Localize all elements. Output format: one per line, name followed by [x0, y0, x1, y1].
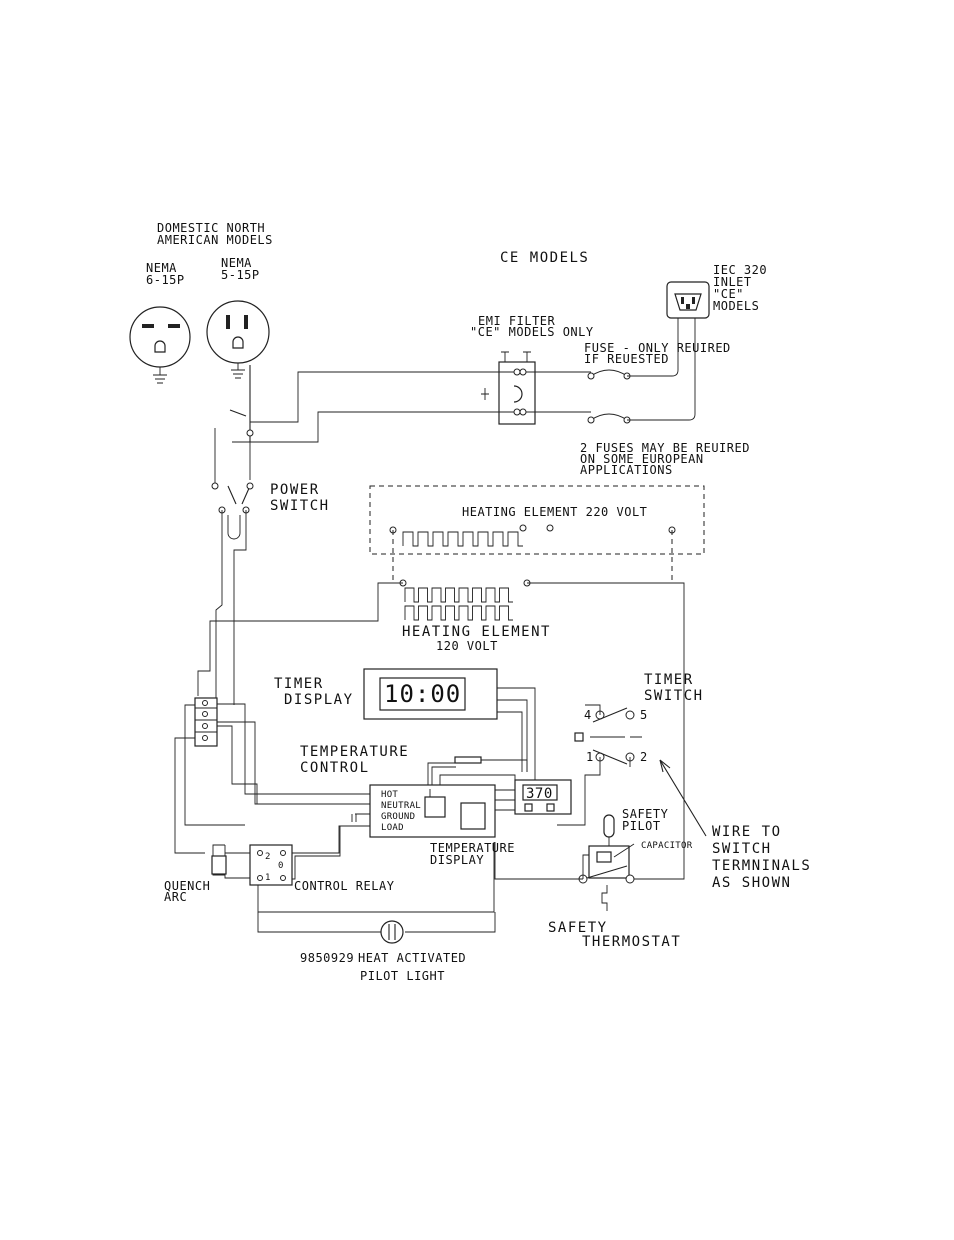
safety-thermostat-label-2: THERMOSTAT — [582, 934, 681, 950]
switch-term-5: 5 — [640, 708, 648, 722]
emi-filter — [481, 351, 541, 425]
fuse-label-1: FUSE - ONLY REUIRED — [584, 341, 731, 355]
two-fuses-label-1: 2 FUSES MAY BE REUIRED — [580, 441, 750, 455]
two-fuses-label-2: ON SOME EUROPEAN — [580, 452, 704, 466]
ce-models-label: CE MODELS — [500, 250, 589, 266]
wire-note-4: AS SHOWN — [712, 875, 791, 891]
iec-label-4: MODELS — [713, 299, 759, 313]
labels: DOMESTIC NORTH AMERICAN MODELS NEMA 6-15… — [146, 221, 811, 983]
heating-220-label: HEATING ELEMENT 220 VOLT — [462, 505, 647, 519]
power-switch-label-1: POWER — [270, 482, 320, 498]
quench-label-2: ARC — [164, 890, 187, 904]
fuse-1 — [587, 369, 631, 380]
timer-display-label-2: DISPLAY — [284, 692, 354, 708]
safety-pilot — [588, 814, 635, 879]
emi-label-1: EMI FILTER — [478, 314, 556, 328]
fuse-2 — [587, 413, 631, 424]
temp-digits: 370 — [526, 786, 553, 802]
temp-display-label-2: DISPLAY — [430, 853, 484, 867]
iec-label-3: "CE" — [713, 287, 744, 301]
pilot-part-number: 9850929 — [300, 951, 354, 965]
fuse-label-2: IF REUESTED — [584, 352, 669, 366]
terminal-block — [174, 697, 370, 854]
tc-term-ground: GROUND — [381, 812, 415, 822]
tc-term-neutral: NEUTRAL — [381, 801, 421, 811]
wire-note-arrow — [659, 759, 707, 837]
heating-element-220v — [369, 485, 705, 582]
temp-display-label-1: TEMPERATURE — [430, 841, 515, 855]
timer-switch — [557, 704, 642, 826]
wire-note-2: SWITCH — [712, 841, 772, 857]
temp-control-label-2: CONTROL — [300, 760, 370, 776]
wiring — [211, 318, 696, 705]
temperature-control — [207, 703, 528, 880]
switch-term-4: 4 — [584, 708, 592, 722]
pilot-light-label-1: HEAT ACTIVATED — [358, 951, 466, 965]
domestic-label-1: DOMESTIC NORTH — [157, 221, 265, 235]
nema-6-15p-plug — [129, 306, 191, 384]
control-relay-label: CONTROL RELAY — [294, 879, 395, 893]
timer-display-label-1: TIMER — [274, 676, 324, 692]
iec-label-1: IEC 320 — [713, 263, 767, 277]
heating-120-label-1: HEATING ELEMENT — [402, 624, 551, 640]
safety-thermostat-label-1: SAFETY — [548, 920, 608, 936]
iec-label-2: INLET — [713, 275, 752, 289]
timer-switch-label-2: SWITCH — [644, 688, 704, 704]
switch-term-2: 2 — [640, 750, 648, 764]
pilot-light — [380, 920, 404, 944]
relay-term-2: 2 — [265, 852, 271, 862]
timer-display — [363, 668, 536, 780]
temperature-display — [495, 779, 572, 815]
tc-term-load: LOAD — [381, 823, 404, 833]
nema5-label-2: 5-15P — [221, 268, 260, 282]
capacitor-label: CAPACITOR — [641, 841, 693, 851]
tc-term-hot: HOT — [381, 790, 398, 800]
safety-pilot-label-1: SAFETY — [622, 807, 669, 821]
heating-element-120v — [197, 579, 685, 880]
relay-term-0: 0 — [278, 861, 284, 871]
wire-note-1: WIRE TO — [712, 824, 782, 840]
quench-label-1: QUENCH — [164, 879, 210, 893]
safety-thermostat — [494, 842, 635, 911]
power-switch-label-2: SWITCH — [270, 498, 330, 514]
relay-term-1: 1 — [265, 873, 271, 883]
safety-pilot-label-2: PILOT — [622, 819, 661, 833]
domestic-label-2: AMERICAN MODELS — [157, 233, 273, 247]
wire-note-3: TERMNINALS — [712, 858, 811, 874]
nema6-label-2: 6-15P — [146, 273, 185, 287]
nema5-label-1: NEMA — [221, 256, 252, 270]
two-fuses-label-3: APPLICATIONS — [580, 463, 673, 477]
emi-label-2: "CE" MODELS ONLY — [470, 325, 594, 339]
timer-switch-label-1: TIMER — [644, 672, 694, 688]
heating-120-label-2: 120 VOLT — [436, 639, 498, 653]
nema6-label-1: NEMA — [146, 261, 177, 275]
temp-control-label-1: TEMPERATURE — [300, 744, 409, 760]
control-relay — [211, 825, 496, 933]
timer-digits: 10:00 — [384, 680, 461, 708]
iec-320-inlet — [666, 281, 710, 319]
nema-5-15p-plug — [206, 300, 270, 379]
switch-term-1: 1 — [586, 750, 594, 764]
pilot-light-label-2: PILOT LIGHT — [360, 969, 445, 983]
